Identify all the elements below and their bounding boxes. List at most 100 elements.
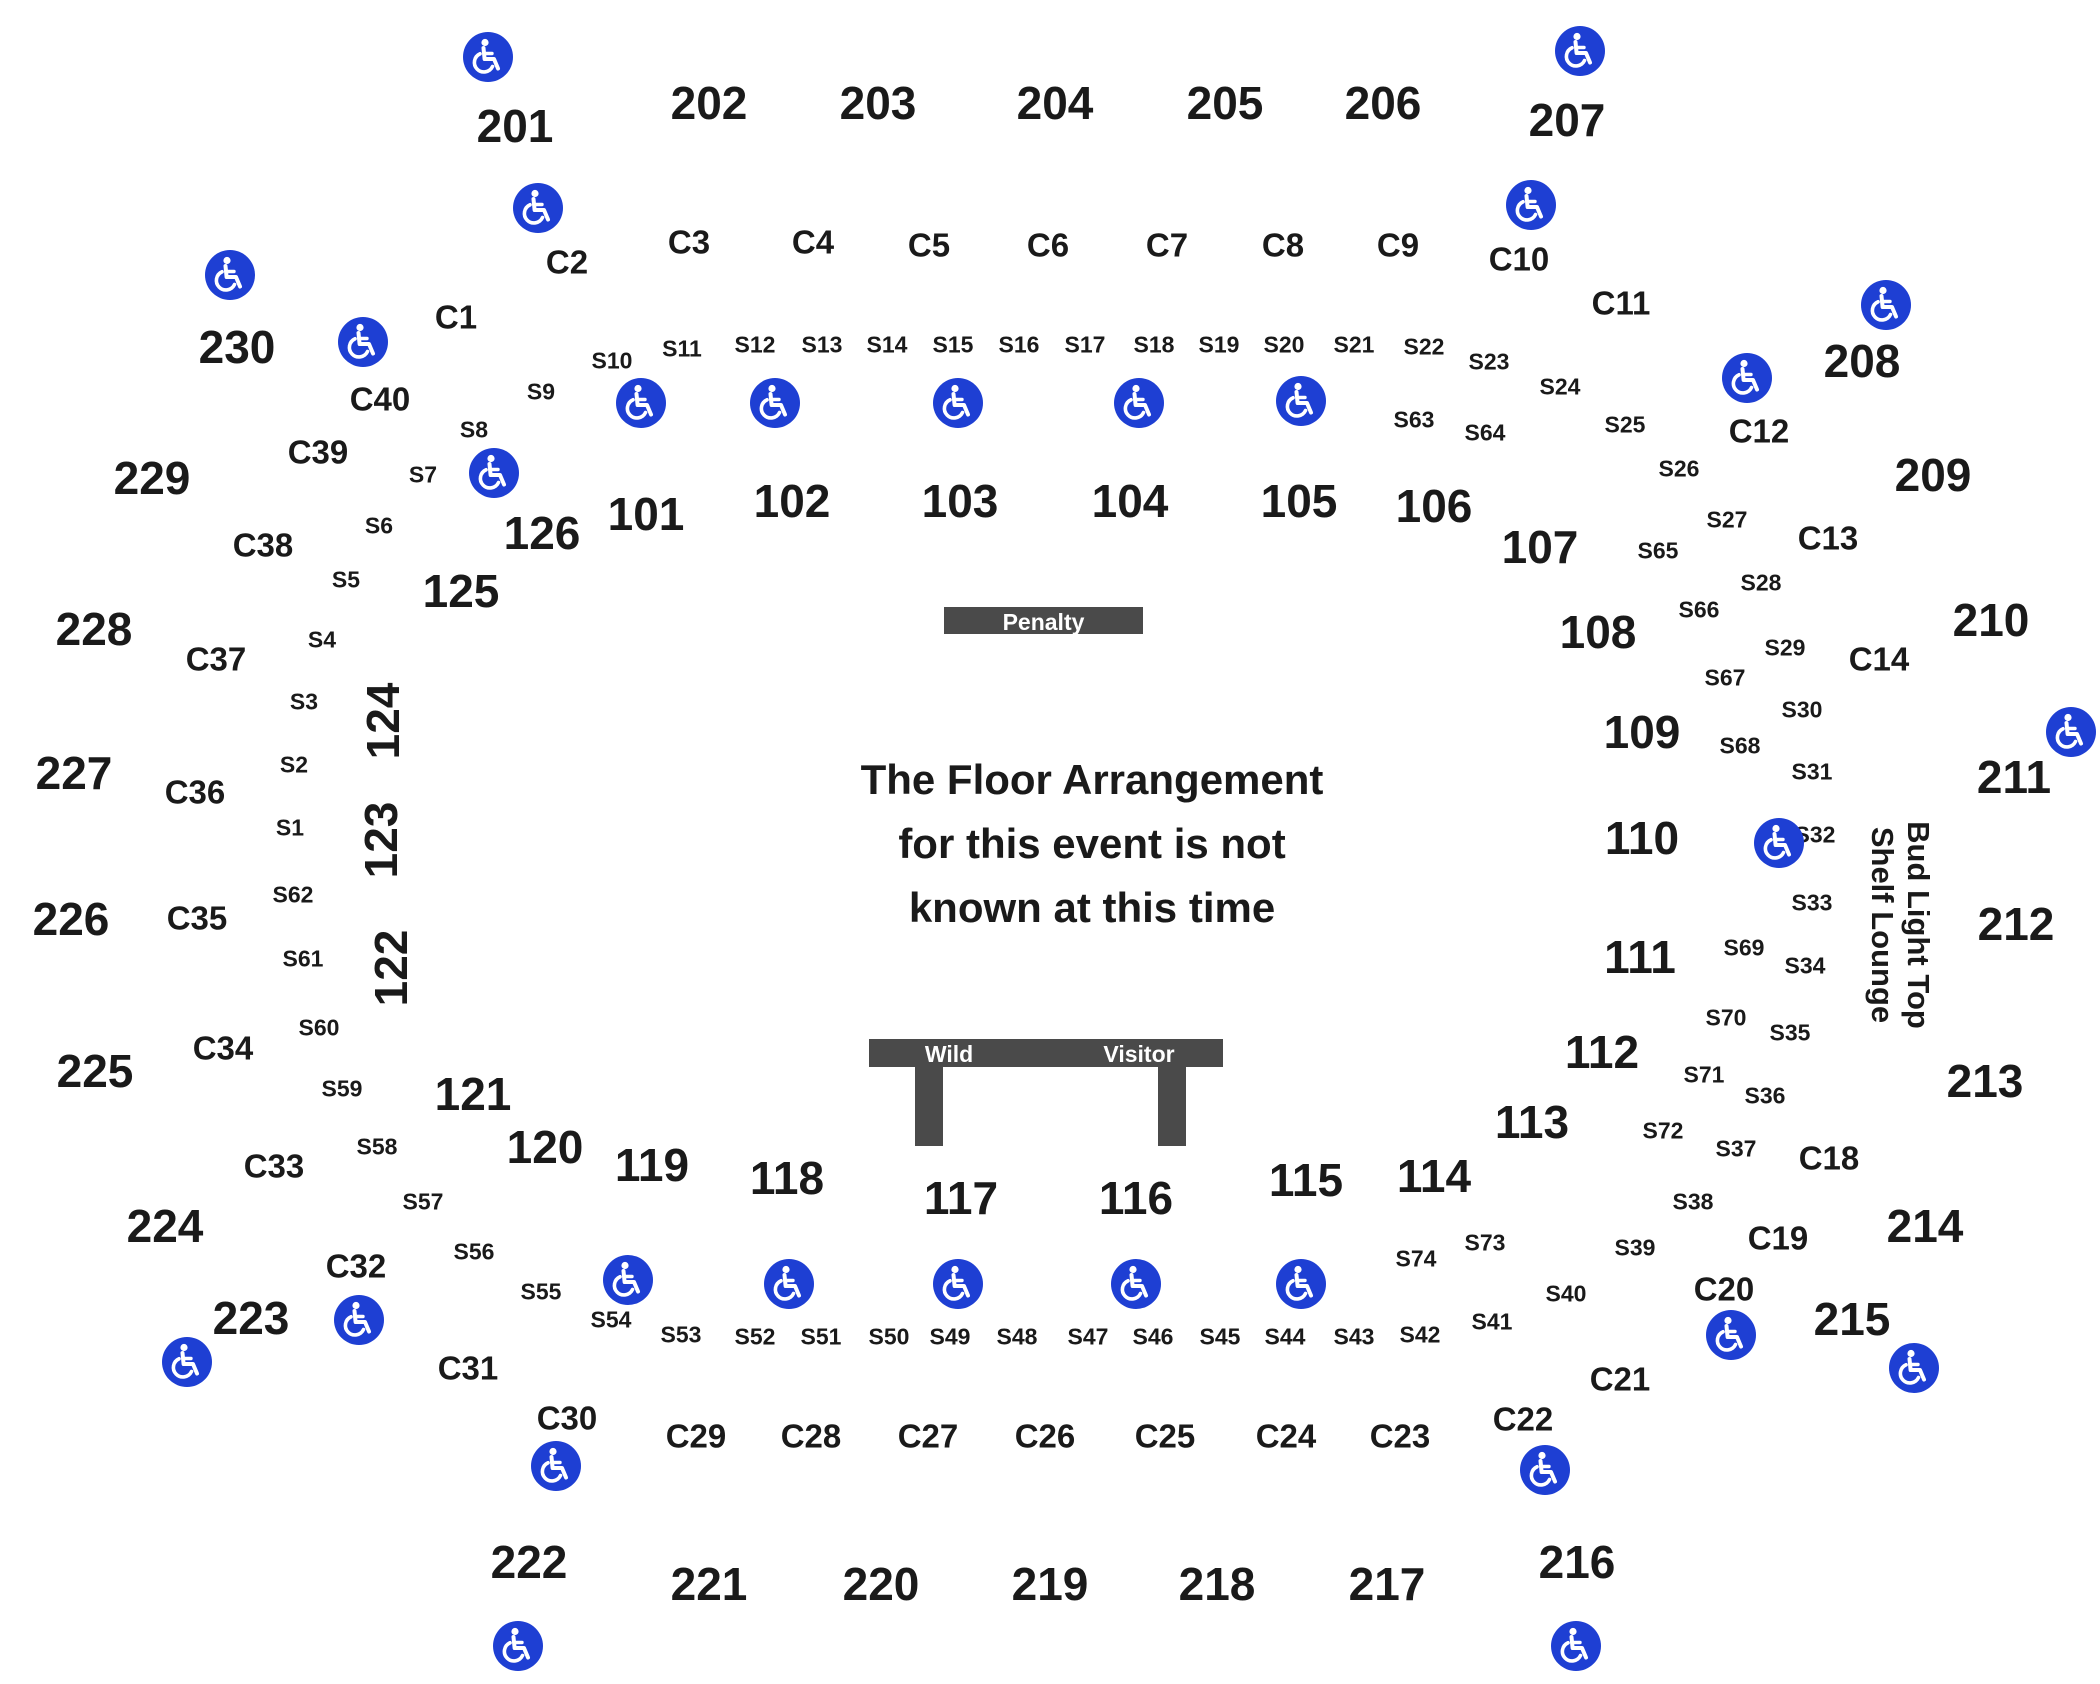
club-c5[interactable]: C5 xyxy=(907,226,951,264)
club-c32[interactable]: C32 xyxy=(325,1247,387,1285)
section-208[interactable]: 208 xyxy=(1823,335,1901,387)
section-203[interactable]: 203 xyxy=(839,77,917,129)
suite-s46[interactable]: S46 xyxy=(1132,1323,1174,1350)
section-106[interactable]: 106 xyxy=(1395,480,1473,532)
suite-s23[interactable]: S23 xyxy=(1468,348,1510,375)
suite-s12[interactable]: S12 xyxy=(734,331,776,358)
suite-s67[interactable]: S67 xyxy=(1704,664,1746,691)
suite-s15[interactable]: S15 xyxy=(932,331,974,358)
suite-s48[interactable]: S48 xyxy=(996,1323,1038,1350)
club-c9[interactable]: C9 xyxy=(1376,226,1420,264)
suite-s13[interactable]: S13 xyxy=(801,331,843,358)
club-c19[interactable]: C19 xyxy=(1747,1219,1809,1257)
suite-s61[interactable]: S61 xyxy=(282,945,324,972)
suite-s52[interactable]: S52 xyxy=(734,1323,776,1350)
suite-s43[interactable]: S43 xyxy=(1333,1323,1375,1350)
section-204[interactable]: 204 xyxy=(1016,77,1094,129)
suite-s55[interactable]: S55 xyxy=(520,1278,562,1305)
club-c36[interactable]: C36 xyxy=(164,773,226,811)
suite-s49[interactable]: S49 xyxy=(929,1323,971,1350)
section-226[interactable]: 226 xyxy=(32,893,110,945)
section-215[interactable]: 215 xyxy=(1813,1293,1891,1345)
suite-s42[interactable]: S42 xyxy=(1399,1321,1441,1348)
section-118[interactable]: 118 xyxy=(749,1152,825,1204)
suite-s35[interactable]: S35 xyxy=(1769,1019,1811,1046)
section-209[interactable]: 209 xyxy=(1894,449,1972,501)
club-c1[interactable]: C1 xyxy=(434,298,478,336)
section-205[interactable]: 205 xyxy=(1186,77,1264,129)
section-206[interactable]: 206 xyxy=(1344,77,1422,129)
club-c38[interactable]: C38 xyxy=(232,526,294,564)
section-201[interactable]: 201 xyxy=(476,100,554,152)
suite-s33[interactable]: S33 xyxy=(1791,889,1833,916)
club-c24[interactable]: C24 xyxy=(1255,1417,1317,1455)
suite-s38[interactable]: S38 xyxy=(1672,1188,1714,1215)
suite-s72[interactable]: S72 xyxy=(1642,1117,1684,1144)
club-c13[interactable]: C13 xyxy=(1797,519,1859,557)
club-c20[interactable]: C20 xyxy=(1693,1270,1755,1308)
suite-s1[interactable]: S1 xyxy=(275,814,305,841)
club-c30[interactable]: C30 xyxy=(536,1399,598,1437)
section-219[interactable]: 219 xyxy=(1011,1558,1089,1610)
suite-s24[interactable]: S24 xyxy=(1539,373,1581,400)
section-216[interactable]: 216 xyxy=(1538,1536,1616,1588)
section-109[interactable]: 109 xyxy=(1603,706,1681,758)
section-228[interactable]: 228 xyxy=(55,603,133,655)
suite-s36[interactable]: S36 xyxy=(1744,1082,1786,1109)
suite-s16[interactable]: S16 xyxy=(998,331,1040,358)
club-c25[interactable]: C25 xyxy=(1134,1417,1196,1455)
section-103[interactable]: 103 xyxy=(921,475,999,527)
section-126[interactable]: 126 xyxy=(503,507,581,559)
suite-s30[interactable]: S30 xyxy=(1781,696,1823,723)
club-c40[interactable]: C40 xyxy=(349,380,411,418)
suite-s40[interactable]: S40 xyxy=(1545,1280,1587,1307)
section-105[interactable]: 105 xyxy=(1260,475,1338,527)
section-221[interactable]: 221 xyxy=(670,1558,748,1610)
suite-s31[interactable]: S31 xyxy=(1791,758,1833,785)
section-224[interactable]: 224 xyxy=(126,1200,204,1252)
suite-s25[interactable]: S25 xyxy=(1604,411,1646,438)
section-119[interactable]: 119 xyxy=(614,1139,690,1191)
section-202[interactable]: 202 xyxy=(670,77,748,129)
suite-s3[interactable]: S3 xyxy=(289,688,319,715)
section-108[interactable]: 108 xyxy=(1559,606,1637,658)
suite-s9[interactable]: S9 xyxy=(526,378,556,405)
suite-s59[interactable]: S59 xyxy=(321,1075,363,1102)
suite-s32[interactable]: S32 xyxy=(1794,821,1836,848)
section-223[interactable]: 223 xyxy=(212,1292,290,1344)
section-125[interactable]: 125 xyxy=(422,565,500,617)
suite-s44[interactable]: S44 xyxy=(1264,1323,1306,1350)
section-116[interactable]: 116 xyxy=(1098,1172,1174,1224)
suite-s57[interactable]: S57 xyxy=(402,1188,444,1215)
section-101[interactable]: 101 xyxy=(607,488,685,540)
suite-s21[interactable]: S21 xyxy=(1333,331,1375,358)
section-114[interactable]: 114 xyxy=(1396,1150,1472,1202)
suite-s22[interactable]: S22 xyxy=(1403,333,1445,360)
suite-s73[interactable]: S73 xyxy=(1464,1229,1506,1256)
section-218[interactable]: 218 xyxy=(1178,1558,1256,1610)
section-230[interactable]: 230 xyxy=(198,321,276,373)
section-104[interactable]: 104 xyxy=(1091,475,1169,527)
suite-s66[interactable]: S66 xyxy=(1678,596,1720,623)
suite-s27[interactable]: S27 xyxy=(1706,506,1748,533)
suite-s69[interactable]: S69 xyxy=(1723,934,1765,961)
section-229[interactable]: 229 xyxy=(113,452,191,504)
suite-s64[interactable]: S64 xyxy=(1464,419,1506,446)
section-115[interactable]: 115 xyxy=(1268,1154,1344,1206)
section-122[interactable]: 122 xyxy=(365,929,417,1007)
section-207[interactable]: 207 xyxy=(1528,94,1606,146)
suite-s65[interactable]: S65 xyxy=(1637,537,1679,564)
club-c26[interactable]: C26 xyxy=(1014,1417,1076,1455)
suite-s11[interactable]: S11 xyxy=(662,335,702,362)
suite-s60[interactable]: S60 xyxy=(298,1014,340,1041)
club-c21[interactable]: C21 xyxy=(1589,1360,1651,1398)
suite-s62[interactable]: S62 xyxy=(272,881,314,908)
suite-s4[interactable]: S4 xyxy=(307,626,337,653)
club-c23[interactable]: C23 xyxy=(1369,1417,1431,1455)
section-217[interactable]: 217 xyxy=(1348,1558,1426,1610)
section-222[interactable]: 222 xyxy=(490,1536,568,1588)
club-c11[interactable]: C11 xyxy=(1591,284,1651,322)
suite-s7[interactable]: S7 xyxy=(408,461,438,488)
suite-s39[interactable]: S39 xyxy=(1614,1234,1656,1261)
suite-s17[interactable]: S17 xyxy=(1064,331,1106,358)
